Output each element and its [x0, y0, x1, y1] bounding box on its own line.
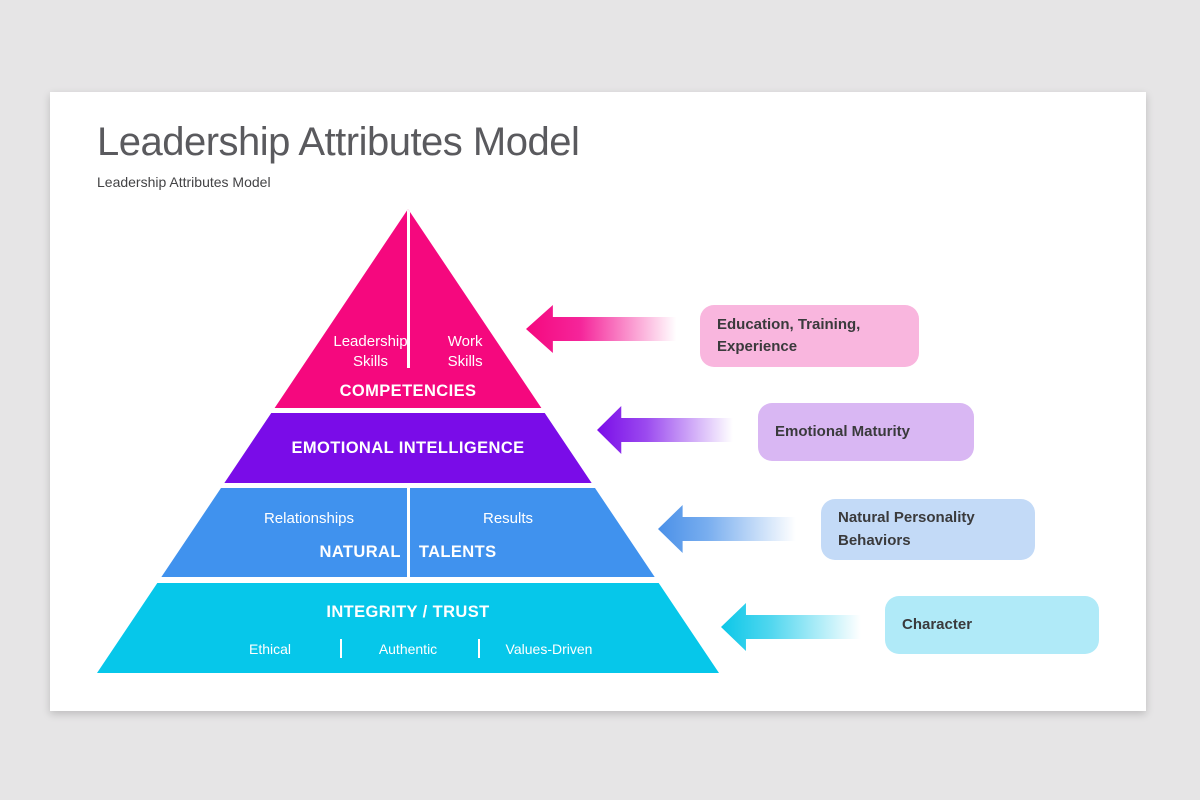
- callout-character: Character: [885, 596, 1099, 654]
- page-title: Leadership Attributes Model: [97, 120, 580, 164]
- arrow-emotional-icon: [597, 404, 737, 456]
- ethical-label: Ethical: [248, 641, 292, 657]
- arrow-integrity-icon: [721, 601, 865, 653]
- values-separator: [340, 639, 342, 658]
- slide-card: Leadership Attributes Model Leadership A…: [50, 92, 1146, 711]
- callout-emotional-maturity: Emotional Maturity: [758, 403, 974, 461]
- work-skills-label: Work Skills: [447, 333, 483, 371]
- pyramid-level-integrity-trust: [97, 583, 719, 673]
- callout-education-training-experience: Education, Training, Experience: [700, 305, 919, 367]
- values-driven-label: Values-Driven: [505, 641, 593, 657]
- callout-natural-personality-behaviors: Natural Personality Behaviors: [821, 499, 1035, 560]
- leadership-skills-label: Leadership Skills: [333, 333, 408, 371]
- emotional-intelligence-label: EMOTIONAL INTELLIGENCE: [291, 438, 525, 457]
- page-subtitle: Leadership Attributes Model: [97, 174, 271, 190]
- values-separator: [478, 639, 480, 658]
- natural-talents-label: NATURAL TALENTS: [319, 543, 497, 561]
- competencies-divider-line: [406, 209, 410, 368]
- arrow-talents-icon: [658, 503, 800, 555]
- arrow-competencies-icon: [526, 303, 681, 355]
- authentic-label: Authentic: [378, 641, 438, 657]
- integrity-trust-label: INTEGRITY / TRUST: [326, 603, 490, 621]
- competencies-label: COMPETENCIES: [339, 382, 477, 400]
- talents-divider-line: [406, 488, 410, 577]
- relationships-label: Relationships: [263, 510, 355, 527]
- results-label: Results: [482, 510, 534, 527]
- competencies-sublabels: Leadership Skills Work Skills: [97, 332, 719, 373]
